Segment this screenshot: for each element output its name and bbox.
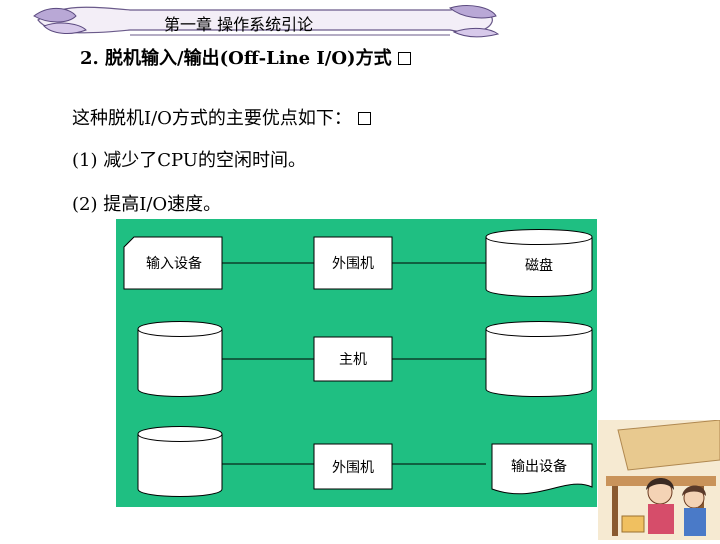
section-title: 2. 脱机输入/输出(Off-Line I/O)方式 — [80, 44, 411, 70]
output-device-label: 输出设备 — [511, 459, 567, 475]
missing-glyph-box — [357, 112, 371, 125]
diagram-graphics — [123, 229, 593, 497]
disk-label: 磁盘 — [525, 258, 553, 274]
tape-input-cylinder — [137, 321, 223, 397]
chapter-title: 第一章 操作系统引论 — [164, 15, 314, 34]
advantage-item-1: (1) 减少了CPU的空闲时间。 — [72, 150, 306, 171]
banner-scroll-decoration — [33, 5, 500, 38]
intro-line: 这种脱机I/O方式的主要优点如下： — [72, 104, 371, 130]
advantage-item-2: (2) 提高I/O速度。 — [72, 194, 222, 215]
host-label: 主机 — [339, 352, 367, 368]
output-device-shape — [491, 443, 593, 495]
section-title-text: 2. 脱机输入/输出(Off-Line I/O)方式 — [80, 48, 392, 69]
offline-io-diagram: 输入设备 外围机 磁盘 主机 外围机 输出设备 — [116, 219, 597, 507]
decorative-illustration — [598, 419, 720, 540]
chapter-banner: 第一章 操作系统引论 — [30, 2, 500, 38]
disk-middle-cylinder — [485, 321, 593, 397]
disk-cylinder — [485, 229, 593, 297]
tape-output-cylinder — [137, 426, 223, 497]
input-device-label: 输入设备 — [146, 256, 202, 272]
peripheral-bottom-label: 外围机 — [332, 460, 374, 476]
input-device-shape — [123, 236, 223, 290]
peripheral-top-label: 外围机 — [332, 256, 374, 272]
peripheral-top-box — [313, 236, 393, 290]
peripheral-bottom-box — [313, 443, 393, 490]
host-box — [313, 336, 393, 382]
intro-text: 这种脱机I/O方式的主要优点如下： — [72, 108, 352, 129]
students-illustration — [598, 419, 720, 540]
missing-glyph-box — [397, 52, 411, 65]
